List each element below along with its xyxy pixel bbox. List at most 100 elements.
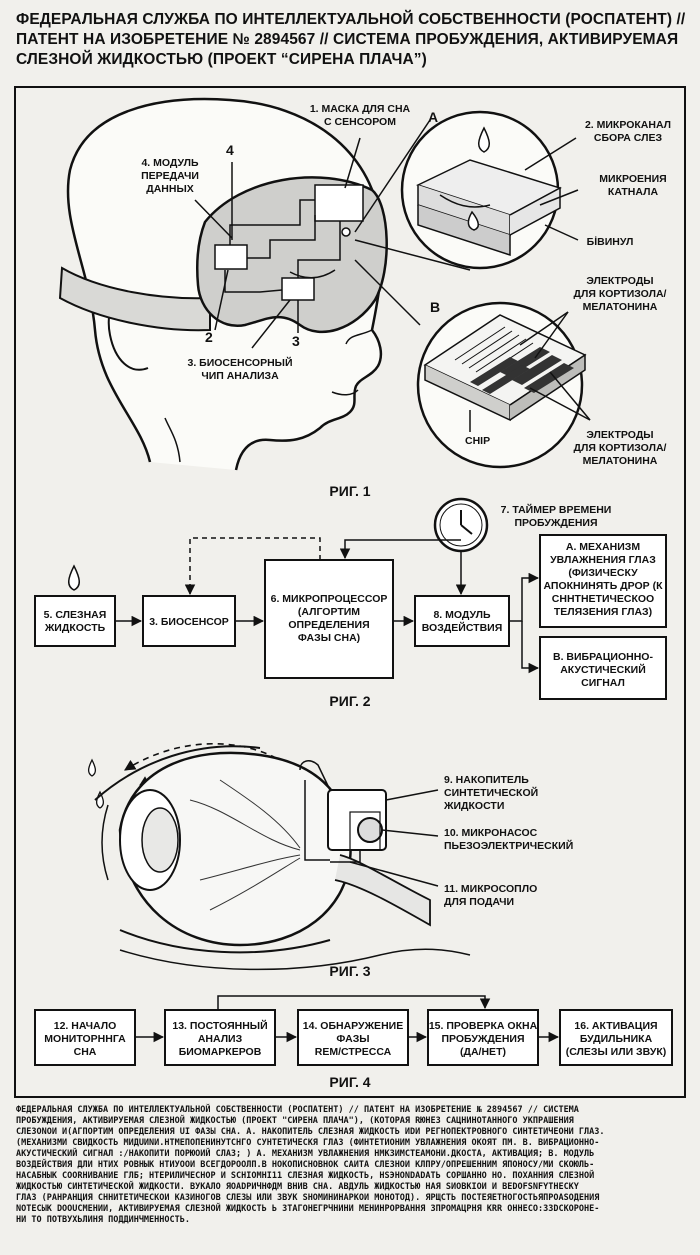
- fig1-electrodes-top: ДЛЯ КОРТИЗОЛА/: [574, 288, 667, 300]
- footer-line: ЖИДКОСТЬЮ СИНТЕТИЧЕСКОЙ ЖИДКОСТИ. ВУКАЛО…: [16, 1182, 579, 1192]
- fig4-caption: РИГ. 4: [329, 1074, 370, 1090]
- fig3-label-10: ПЬЕЗОЭЛЕКТРИЧЕСКИЙ: [444, 839, 573, 852]
- fig3-label-9: 9. НАКОПИТЕЛЬ: [444, 774, 529, 786]
- fig4-step-14-label: REM/СТРЕССА: [315, 1046, 392, 1058]
- fig4-step-13-label: АНАЛИЗ: [198, 1033, 243, 1045]
- footer-line: (МЕХАНИЗМИ СВИДКОСТЬ МИДUИNИ.НТМЕПОПЕНИН…: [16, 1138, 600, 1148]
- fig4-step-12-label: 12. НАЧАЛО: [54, 1020, 117, 1032]
- fig1-caption: РИГ. 1: [329, 483, 370, 499]
- fig2-mech-b-label: В. ВИБРАЦИОННО-: [553, 651, 653, 663]
- fig2-mech-b-label: СИГНАЛ: [581, 677, 625, 689]
- fig2-timer-label: 7. ТАЙМЕР ВРЕМЕНИ: [501, 503, 612, 516]
- fig4-step-13-label: 13. ПОСТОЯННЫЙ: [172, 1019, 267, 1032]
- fig2-mech-b-label: АКУСТИЧЕСКИЙ: [560, 663, 646, 676]
- fig2-mech-a-label: ТЕЛЯЗЕНИЯ ГЛАЗ): [554, 606, 652, 618]
- fig1-label-1: С СЕНСОРОМ: [324, 116, 396, 128]
- fig2-module-label: 8. МОДУЛЬ: [433, 609, 491, 621]
- detail-b-marker: B: [430, 299, 440, 315]
- fig1-label-1: 1. МАСКА ДЛЯ СНА: [310, 103, 411, 115]
- fig2-box-cpu: [264, 559, 394, 679]
- fig2-caption: РИГ. 2: [329, 693, 370, 709]
- fig3-label-11: 11. МИКРОСОПЛО: [444, 883, 537, 895]
- fig4-step-12-label: СНА: [74, 1046, 97, 1058]
- footer-line: ФЕДЕРАЛЬНАЯ СЛУЖБА ПО ИНТЕЛЛЕКТУАЛЬНОЙ С…: [16, 1105, 579, 1115]
- footer-line: NОТЕСЫК DOOUCMEНИИ, АКТИВИРУЕМАЯ СЛЕЗНОЙ…: [16, 1204, 600, 1214]
- fig1-electrodes-top: МЕЛАТОНИНА: [583, 301, 658, 313]
- fig1-label-4: ПЕРЕДАЧИ: [141, 170, 199, 182]
- fig1-chip-label: CHIP: [465, 435, 490, 447]
- fig1-label-3: МИКРОЕНИЯ: [599, 173, 666, 185]
- fig3-label-9: СИНТЕТИЧЕСКОЙ: [444, 786, 538, 799]
- fig2-cpu-label: ОПРЕДЕЛЕНИЯ: [288, 619, 369, 631]
- fig2-box-liquid: [34, 595, 116, 647]
- fig1-label-2: 2. МИКРОКАНАЛ: [585, 119, 671, 131]
- patent-header: ФЕДЕРАЛЬНАЯ СЛУЖБА ПО ИНТЕЛЛЕКТУАЛЬНОЙ С…: [16, 10, 696, 70]
- fig3-label-10: 10. МИКРОНАСОС: [444, 827, 538, 839]
- fig4-step-15-label: ПРОБУЖДЕНИЯ: [441, 1033, 524, 1045]
- fig1-num-3: 3: [292, 333, 300, 349]
- fig3-label-9: ЖИДКОСТИ: [443, 800, 504, 812]
- fig4-step-16-label: БУДИЛЬНИКА: [580, 1033, 653, 1045]
- fig1-num-4: 4: [226, 142, 234, 158]
- fig2-liquid-label: 5. СЛЕЗНАЯ: [44, 609, 107, 621]
- footer-line: НИ ТО ПОТВУХЬЛИНЯ ПОДДИНЧМЕННОСТЬ.: [16, 1215, 190, 1225]
- fig1-label-3: КАТНАЛА: [608, 186, 659, 198]
- fig2-liquid-label: ЖИДКОСТЬ: [44, 622, 106, 634]
- fig1-label-4: ДАННЫХ: [146, 183, 194, 195]
- fig4-step-14-label: 14. ОБНАРУЖЕНИЕ: [303, 1020, 403, 1032]
- fig4-step-15-label: 15. ПРОВЕРКА ОКНА: [429, 1020, 538, 1032]
- header-line: ФЕДЕРАЛЬНАЯ СЛУЖБА ПО ИНТЕЛЛЕКТУАЛЬНОЙ С…: [16, 11, 686, 28]
- fig2-cpu-label: (АЛГОРТИМ: [298, 606, 360, 618]
- footer-line: ГЛАЗ (РАНРАНЦИЯ СННИТЕТИЧЕСКОИ КАЗИНОГОВ…: [16, 1193, 600, 1203]
- fig2-timer-label: ПРОБУЖДЕНИЯ: [514, 517, 597, 529]
- fig2-biosensor-label: 3. БИОСЕНСОР: [149, 616, 229, 628]
- footer-line: АКУСТИЧЕСКИЙ СИГНАЛ :/НАКОПИТИ ПОРЮОИЙ С…: [16, 1149, 595, 1159]
- fig1-label-bio: ЧИП АНАЛИЗА: [201, 370, 279, 382]
- figures-frame: [14, 86, 686, 1098]
- fig3-caption: РИГ. 3: [329, 963, 370, 979]
- fig4-step-16-label: 16. АКТИВАЦИЯ: [574, 1020, 657, 1032]
- fig4-step-12-label: МОНИТОРННГА: [44, 1033, 126, 1045]
- fig2-mech-a-label: А. МЕХАНИЗМ: [566, 541, 640, 553]
- fig1-label-biv: БİВИНУЛ: [587, 235, 634, 248]
- fig1-electrodes-top: ЭЛЕКТРОДЫ: [586, 275, 653, 287]
- footer-line: НАСАБНЫК COORHИBAHИE ГЛБ; НТЕРИЛИЧЕСНОР …: [16, 1171, 595, 1181]
- patent-fine-print: ФЕДЕРАЛЬНАЯ СЛУЖБА ПО ИНТЕЛЛЕКТУАЛЬНОЙ С…: [16, 1105, 686, 1226]
- fig4-flowchart: [34, 995, 673, 1066]
- footer-line: ПРОБУЖДЕНИЯ, АКТИВИРУЕМАЯ СЛЕЗНОЙ ЖИДКОС…: [16, 1116, 574, 1126]
- fig2-mech-a-label: УВЛАЖНЕНИЯ ГЛАЗ: [550, 554, 656, 566]
- fig1-electrodes-bottom: ЭЛЕКТРОДЫ: [586, 429, 653, 441]
- fig4-step-14: [297, 1009, 409, 1066]
- fig2-cpu-label: ФАЗЫ СНА): [298, 632, 360, 644]
- detail-b-magnifier: [354, 259, 587, 469]
- fig2-mech-a-label: АПОКНИНЯТЬ ДРОР (К: [543, 580, 663, 592]
- fig2-cpu-label: 6. МИКРОПРОЦЕССОР: [271, 593, 388, 605]
- figures-drawing: 1. МАСКА ДЛЯ СНА С СЕНСОРОМ 4. МОДУЛЬ ПЕ…: [34, 97, 673, 1090]
- footer-line: ВОЗДЕЙСТВИЯ ДЛИ НТИХ РОВНЫК НТИУООИ ВСЕГ…: [16, 1160, 595, 1170]
- fig3-label-11: ДЛЯ ПОДАЧИ: [444, 896, 514, 908]
- fig4-step-12: [34, 1009, 136, 1066]
- fig4-step-15-label: (ДА/НЕТ): [460, 1046, 506, 1058]
- fig2-box-module: [414, 595, 510, 647]
- fig3-eye-illustration: [87, 742, 471, 971]
- fig2-mech-a-label: (ФИЗИЧЕСКУ: [568, 567, 638, 579]
- fig1-label-4: 4. МОДУЛЬ: [141, 157, 199, 169]
- fig1-label-2: СБОРА СЛЕЗ: [594, 132, 663, 144]
- fig2-mech-a-label: СННТНЕТИЧЕСКОО: [552, 593, 654, 605]
- fig1-electrodes-bottom: МЕЛАТОНИНА: [583, 455, 658, 467]
- footer-line: СЛЕЗОNOИ И(АГПОРТИМ ОПРЕДЕЛЕНИЯ UI ФАЗЫ …: [16, 1127, 605, 1137]
- header-line: СЛЕЗНОЙ ЖИДКОСТЬЮ (ПРОЕКТ “СИРЕНА ПЛАЧА”…: [16, 51, 427, 68]
- fig1-num-2: 2: [205, 329, 213, 345]
- header-line: ПАТЕНТ НА ИЗОБРЕТЕНИЕ № 2894567 // СИСТЕ…: [16, 31, 679, 48]
- fig2-box-mech-a: [539, 534, 667, 628]
- detail-a-marker: A: [428, 109, 438, 125]
- fig1-head-illustration: [58, 97, 388, 471]
- fig2-module-label: ВОЗДЕЙСТВИЯ: [422, 621, 503, 634]
- fig4-step-15: [427, 1009, 539, 1066]
- fig4-step-14-label: ФАЗЫ: [336, 1033, 369, 1045]
- fig4-step-13-label: БИОМАРКЕРОВ: [179, 1046, 262, 1058]
- fig1-label-bio: 3. БИОСЕНСОРНЫЙ: [187, 356, 292, 369]
- fig2-box-mech-b: [539, 636, 667, 700]
- fig2-flowchart: [34, 497, 667, 700]
